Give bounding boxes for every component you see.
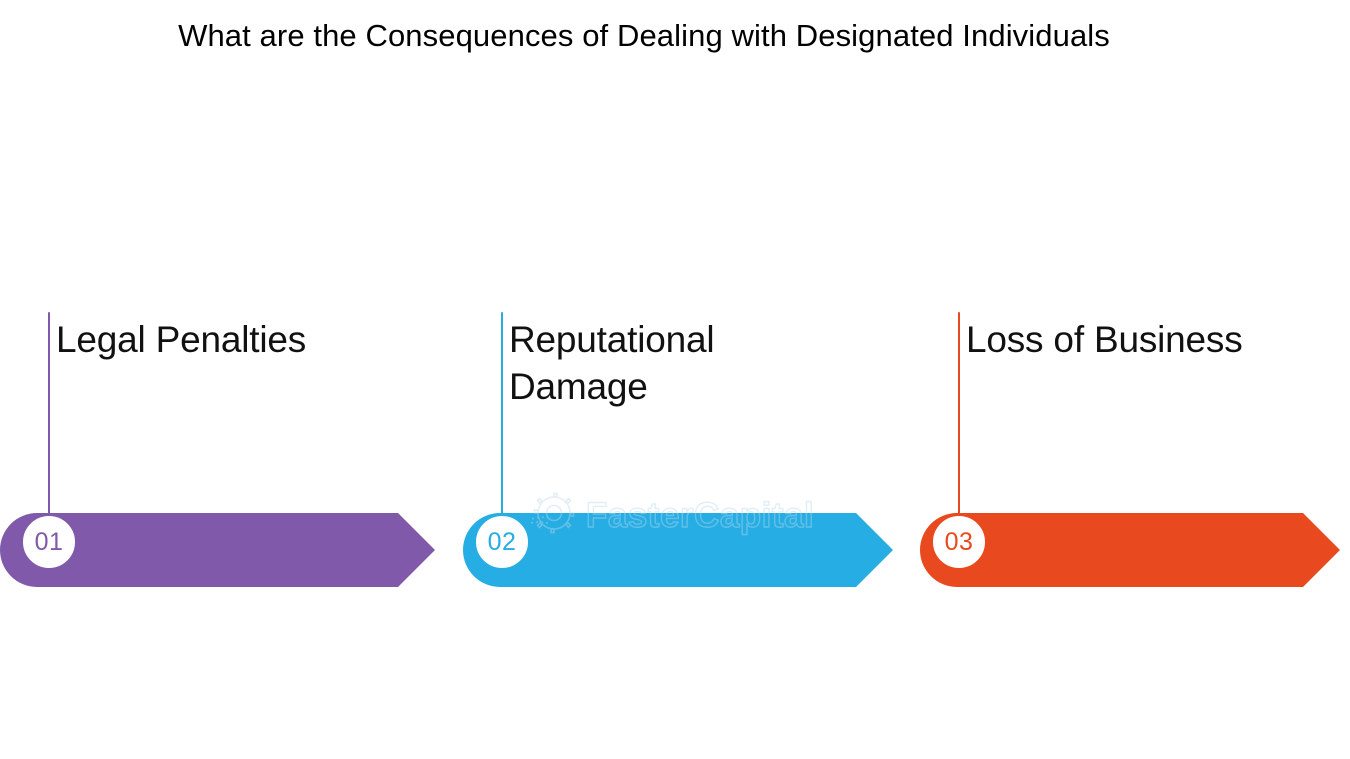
step-badge-01[interactable]: 01 — [20, 513, 78, 571]
step-badge-03[interactable]: 03 — [930, 513, 988, 571]
connector-stem-03 — [958, 312, 960, 540]
arrow-banner-01[interactable] — [0, 513, 435, 587]
step-badge-02[interactable]: 02 — [473, 513, 531, 571]
step-label-01: Legal Penalties — [56, 319, 307, 360]
arrow-banner-03[interactable] — [920, 513, 1340, 587]
arrow-path-03 — [920, 513, 1340, 587]
arrow-shape-02 — [463, 513, 893, 587]
step-number-01: 01 — [34, 527, 64, 556]
step-label-02: Reputational Damage — [509, 319, 715, 407]
arrow-shape-01 — [0, 513, 435, 587]
step-number-02: 02 — [487, 527, 517, 556]
connector-stem-02 — [501, 312, 503, 540]
page-title: What are the Consequences of Dealing wit… — [178, 18, 1110, 53]
arrow-shape-03 — [920, 513, 1340, 587]
connector-stem-01 — [48, 312, 50, 540]
step-number-03: 03 — [944, 527, 974, 556]
step-label-03: Loss of Business — [966, 319, 1243, 360]
arrow-path-02 — [463, 513, 893, 587]
arrow-path-01 — [0, 513, 435, 587]
arrow-banner-02[interactable] — [463, 513, 893, 587]
